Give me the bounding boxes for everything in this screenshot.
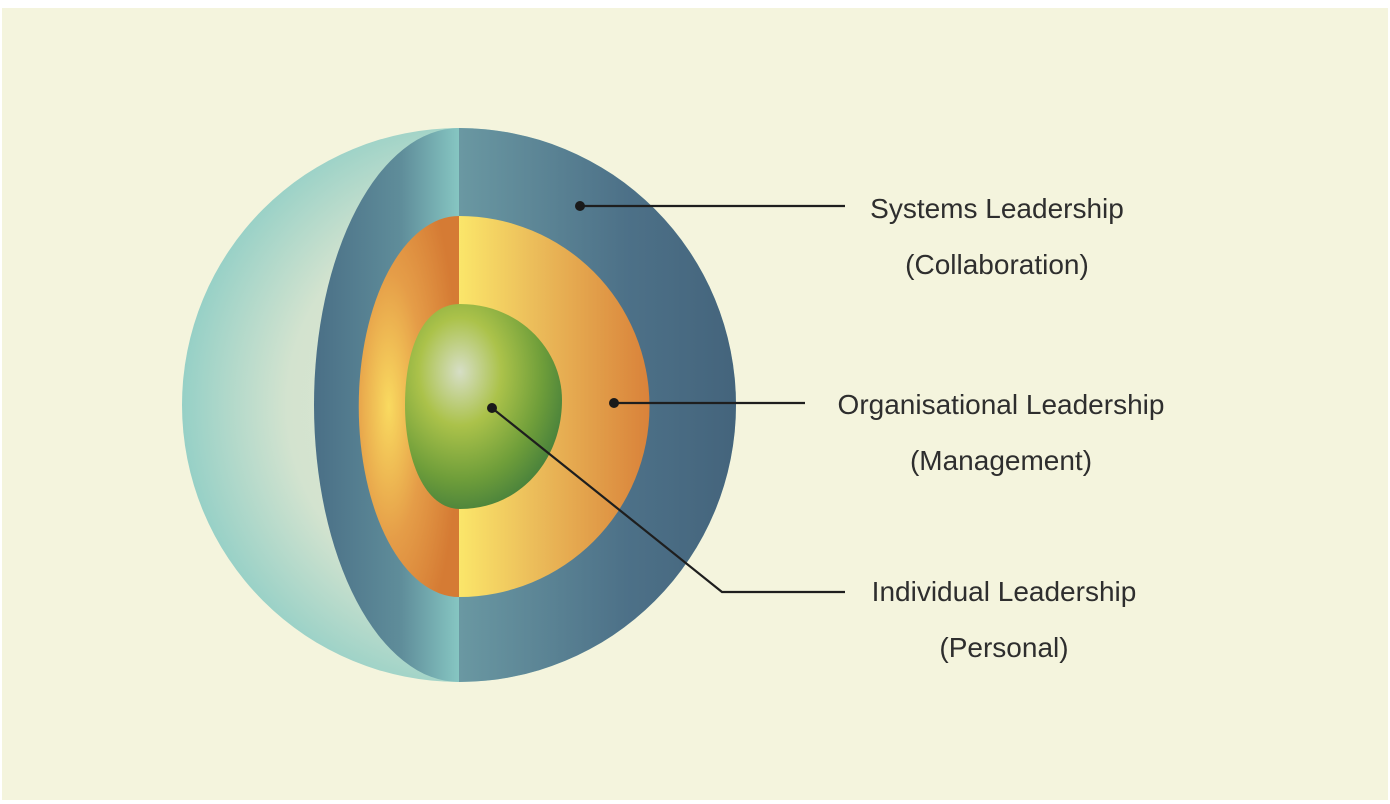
systems-pointer-dot (575, 201, 585, 211)
systems-sublabel: (Collaboration) (905, 249, 1089, 280)
individual-core (405, 304, 562, 509)
individual-sublabel: (Personal) (939, 632, 1068, 663)
individual-pointer-dot (487, 403, 497, 413)
individual-leader-line (491, 407, 845, 594)
leader-lines (491, 204, 845, 594)
systems-label: Systems Leadership (870, 193, 1124, 224)
organisational-label: Organisational Leadership (838, 389, 1165, 420)
organisational-pointer-dot (609, 398, 619, 408)
individual-label: Individual Leadership (872, 576, 1137, 607)
organisational-sublabel: (Management) (910, 445, 1092, 476)
